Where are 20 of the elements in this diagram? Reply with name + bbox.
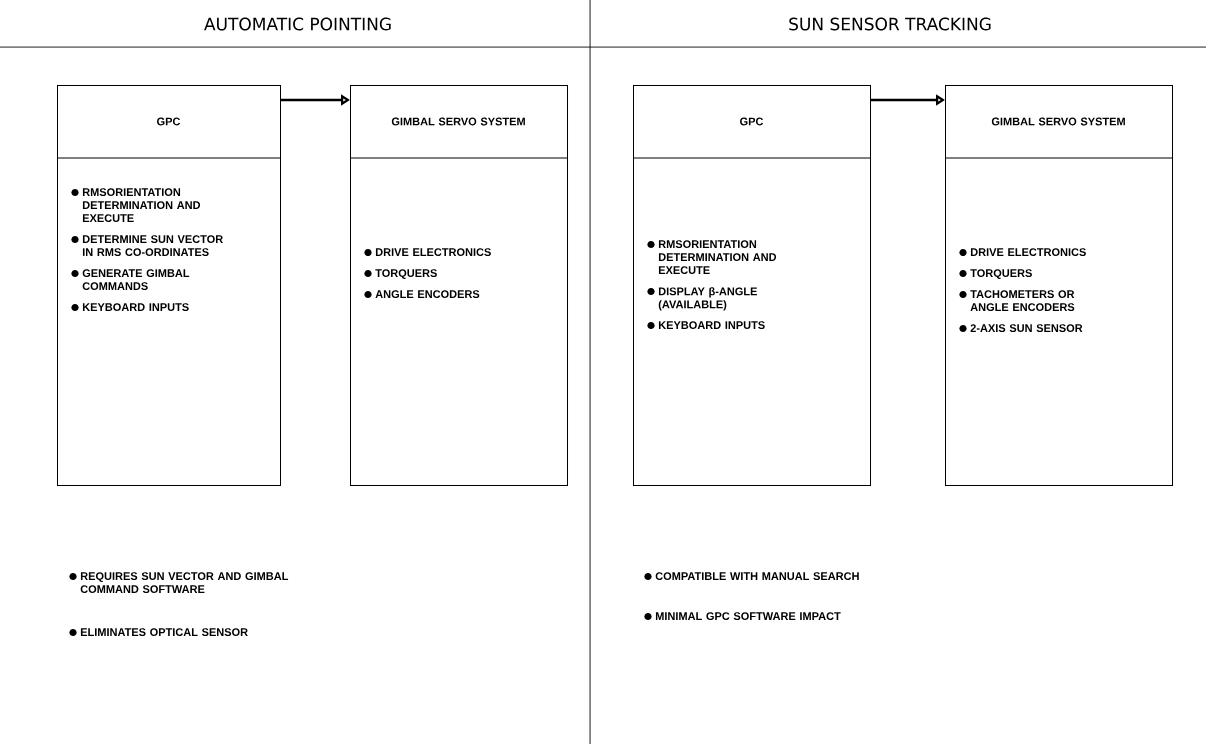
bullet-item: ANGLE ENCODERS — [364, 290, 480, 299]
bullet-item: DRIVE ELECTRONICS — [959, 248, 1086, 257]
bullet-item: DISPLAY β-ANGLE (AVAILABLE) — [647, 287, 757, 311]
bullet-note: REQUIRES SUN VECTOR AND GIMBAL COMMAND SOFTWARE — [69, 572, 289, 593]
bullet-note: MINIMAL GPC SOFTWARE IMPACT — [644, 612, 841, 621]
section-heading: SUN SENSOR TRACKING — [789, 17, 991, 31]
bullet-item: RMSORIENTATION DETERMINATION AND EXECUTE — [647, 240, 777, 274]
bullet-item: 2-AXIS SUN SENSOR — [959, 324, 1083, 333]
bullet-item: KEYBOARD INPUTS — [71, 303, 189, 312]
bullet-item: RMSORIENTATION DETERMINATION AND EXECUTE — [71, 188, 201, 222]
bullet-item: TORQUERS — [364, 269, 437, 280]
bullet-item: DETERMINE SUN VECTOR IN RMS CO-ORDINATES — [71, 235, 223, 256]
bullet-note: ELIMINATES OPTICAL SENSOR — [69, 628, 248, 637]
section-heading: AUTOMATIC POINTING — [204, 17, 391, 31]
bullet-item: KEYBOARD INPUTS — [647, 321, 765, 330]
bullet-item: TORQUERS — [959, 269, 1032, 280]
bullet-item: TACHOMETERS OR ANGLE ENCODERS — [959, 290, 1075, 311]
bullet-item: GENERATE GIMBAL COMMANDS — [71, 269, 190, 290]
bullet-item: DRIVE ELECTRONICS — [364, 248, 491, 257]
bullet-note: COMPATIBLE WITH MANUAL SEARCH — [644, 572, 859, 581]
